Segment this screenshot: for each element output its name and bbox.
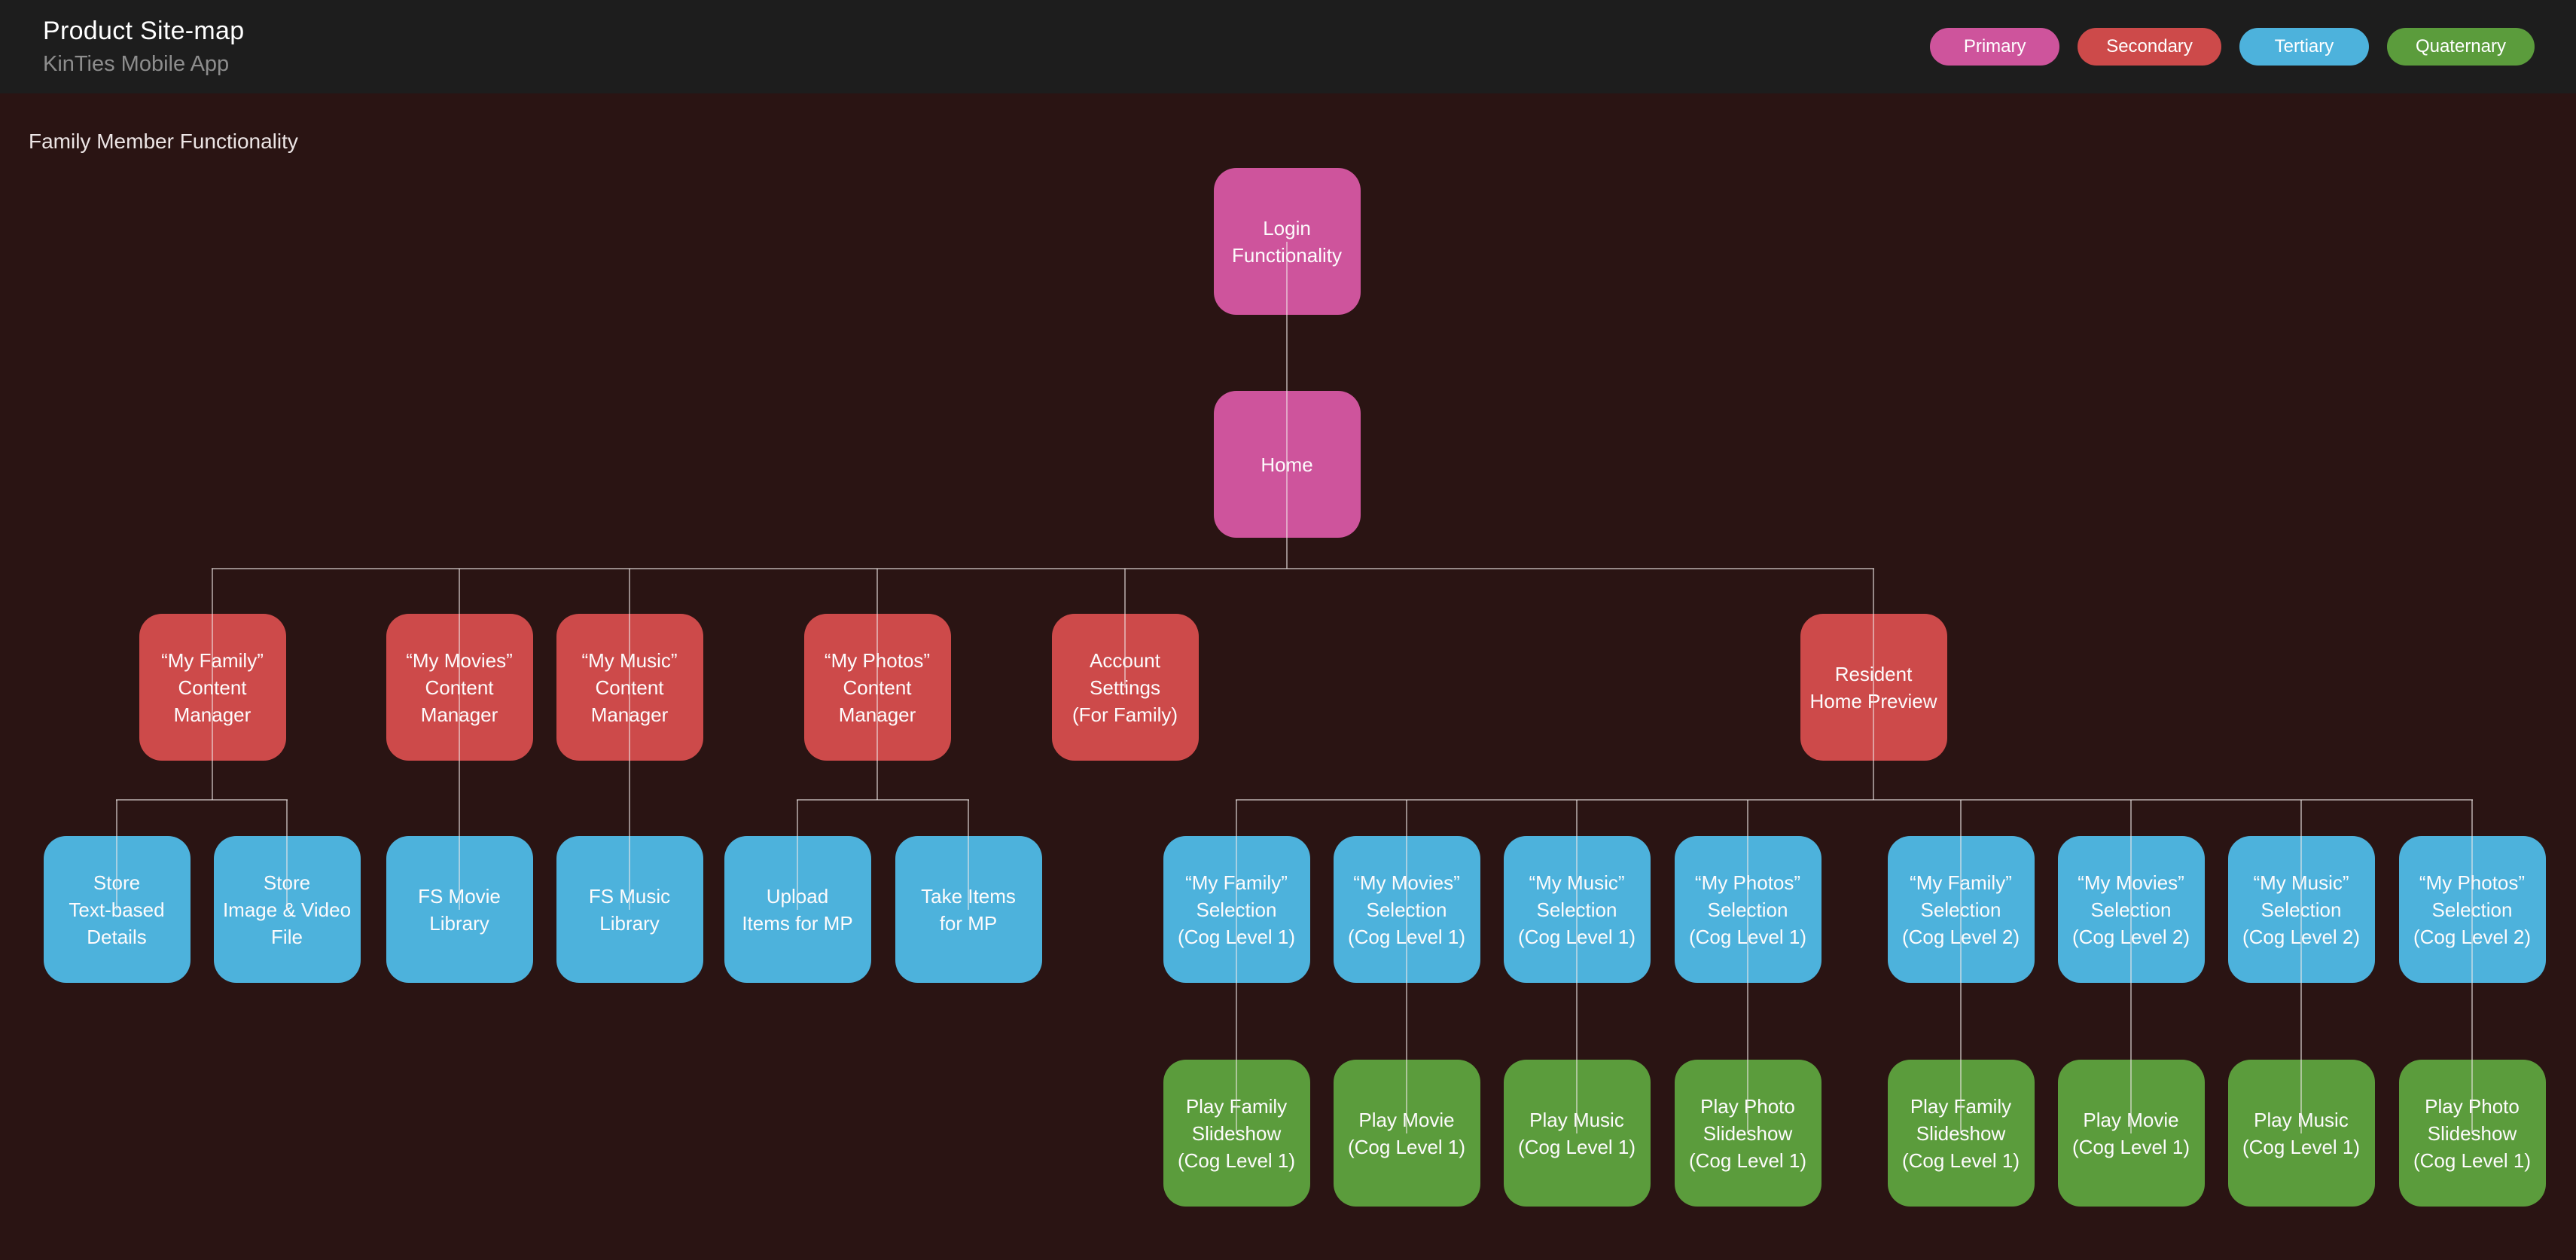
node-account-settings[interactable]: Account Settings (For Family) (1051, 614, 1199, 761)
edge-segment (629, 687, 630, 800)
edge-segment (2130, 1021, 2132, 1133)
edge-segment (968, 800, 969, 910)
node-label: FS Movie Library (418, 884, 501, 935)
edge-segment (797, 800, 798, 910)
node-label: Take Items for MP (921, 884, 1016, 935)
edge-segment (459, 569, 460, 688)
legend-pill-primary[interactable]: Primary (1930, 28, 2060, 66)
section-label: Family Member Functionality (29, 130, 298, 153)
edge-segment (1960, 800, 1962, 910)
edge-segment (1576, 1021, 1578, 1133)
edge-segment (876, 569, 878, 688)
legend-pill-label: Quaternary (2415, 36, 2506, 56)
edge-segment (1236, 799, 2473, 801)
edge-segment (1286, 354, 1288, 465)
edge-segment (1286, 241, 1288, 354)
header-bar: Product Site-map KinTies Mobile App Prim… (0, 0, 2576, 93)
edge-segment (876, 687, 878, 800)
edge-segment (797, 799, 969, 801)
legend-pill-label: Primary (1963, 36, 2026, 56)
page-title: Product Site-map (43, 17, 245, 45)
edge-segment (1406, 1021, 1407, 1133)
edge-segment (1236, 909, 1237, 1021)
edge-segment (2130, 909, 2132, 1021)
node-label: FS Music Library (588, 884, 671, 935)
edge-segment (1236, 800, 1237, 910)
edge-segment (116, 799, 288, 801)
edge-segment (629, 569, 630, 688)
edge-segment (1873, 569, 1874, 688)
node-label: Play Family Slideshow (Cog Level 1) (1901, 1094, 2020, 1172)
edge-segment (1576, 800, 1578, 910)
edge-segment (212, 568, 1874, 569)
node-label: Play Family Slideshow (Cog Level 1) (1177, 1094, 1296, 1172)
edge-segment (212, 569, 213, 688)
edge-segment (1873, 687, 1874, 800)
node-label: Play Music (Cog Level 1) (1517, 1108, 1636, 1158)
edge-segment (2471, 909, 2473, 1021)
edge-segment (2130, 800, 2132, 910)
edge-segment (629, 800, 630, 910)
page-subtitle: KinTies Mobile App (43, 52, 230, 76)
edge-segment (1747, 1021, 1748, 1133)
edge-segment (116, 800, 117, 910)
legend-pill-label: Secondary (2106, 36, 2193, 56)
edge-segment (1747, 909, 1748, 1021)
edge-segment (1747, 800, 1748, 910)
edge-segment (2471, 800, 2473, 910)
legend-pill-label: Tertiary (2274, 36, 2334, 56)
edge-segment (1576, 909, 1578, 1021)
edge-segment (2300, 800, 2302, 910)
edge-segment (2300, 1021, 2302, 1133)
node-label: Play Movie (Cog Level 1) (1347, 1108, 1466, 1158)
edge-segment (459, 687, 460, 800)
legend-pill-tertiary[interactable]: Tertiary (2239, 28, 2369, 66)
edge-segment (286, 800, 288, 910)
edge-segment (1960, 1021, 1962, 1133)
node-label: Play Movie (Cog Level 1) (2071, 1108, 2190, 1158)
node-label: Play Photo Slideshow (Cog Level 1) (1688, 1094, 1807, 1172)
legend: Primary Secondary Tertiary Quaternary (1930, 28, 2535, 66)
edge-segment (2471, 1021, 2473, 1133)
edge-segment (1124, 569, 1126, 688)
node-label: Upload Items for MP (742, 885, 853, 935)
node-play-photo-2[interactable]: Play Photo Slideshow (Cog Level 1) (2398, 1060, 2546, 1207)
edge-segment (212, 687, 213, 800)
edge-segment (1406, 800, 1407, 910)
node-movies-cm[interactable]: “My Movies” Content Manager (386, 614, 533, 761)
header-titles: Product Site-map KinTies Mobile App (43, 17, 244, 77)
legend-pill-secondary[interactable]: Secondary (2078, 28, 2221, 66)
edge-segment (1286, 464, 1288, 569)
node-label: Store Text-based Details (69, 871, 165, 948)
legend-pill-quaternary[interactable]: Quaternary (2386, 28, 2535, 66)
edge-segment (1406, 909, 1407, 1021)
edge-segment (459, 800, 460, 910)
edge-segment (1236, 1021, 1237, 1133)
node-label: Play Music (Cog Level 1) (2242, 1108, 2361, 1158)
edge-segment (2300, 909, 2302, 1021)
edge-segment (1960, 909, 1962, 1021)
